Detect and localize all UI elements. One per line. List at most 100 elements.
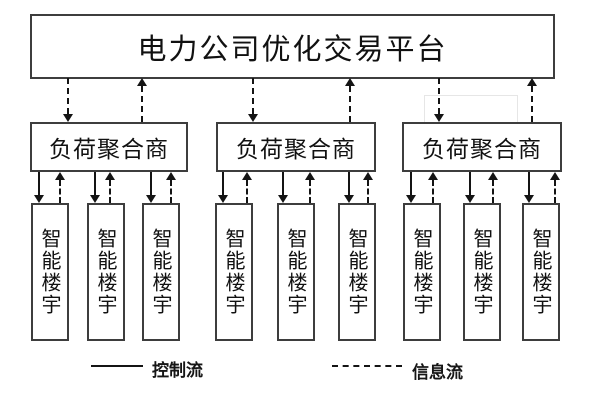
arrowhead-up-icon: [527, 78, 537, 86]
arrow-shaft: [469, 172, 471, 195]
arrow-shaft: [170, 180, 172, 203]
arrow-shaft: [109, 180, 111, 203]
arrow-shaft: [367, 180, 369, 203]
aggregator-label: 负荷聚合商: [422, 137, 542, 163]
info-flow-arrow-up: [54, 172, 66, 203]
arrow-shaft: [38, 172, 40, 195]
arrowhead-down-icon: [34, 195, 44, 203]
arrowhead-up-icon: [305, 172, 315, 180]
building-label: 智能楼宇: [94, 228, 118, 316]
control-flow-line-sample: [91, 365, 143, 367]
building-label: 智能楼宇: [470, 228, 494, 316]
arrowhead-up-icon: [428, 172, 438, 180]
arrow-shaft: [438, 78, 440, 114]
arrowhead-down-icon: [90, 195, 100, 203]
platform-box: 电力公司优化交易平台: [30, 14, 555, 79]
info-flow-arrow-up: [549, 172, 561, 203]
info-flow-arrow-up: [427, 172, 439, 203]
arrowhead-down-icon: [344, 195, 354, 203]
building-box-7: 智能楼宇: [403, 203, 441, 341]
aggregator-label: 负荷聚合商: [49, 137, 169, 163]
info-flow-arrow-up: [165, 172, 177, 203]
info-flow-arrow-up: [526, 78, 538, 122]
control-flow-arrow-down: [405, 172, 417, 203]
info-flow-arrow-down: [62, 78, 74, 122]
arrow-shaft: [141, 86, 143, 122]
building-box-6: 智能楼宇: [338, 203, 376, 341]
info-flow-arrow-down: [247, 78, 259, 122]
arrowhead-up-icon: [166, 172, 176, 180]
legend-info-label: 信息流: [412, 363, 463, 383]
building-box-8: 智能楼宇: [463, 203, 501, 341]
arrowhead-down-icon: [465, 195, 475, 203]
arrow-shaft: [348, 172, 350, 195]
aggregator-box-1: 负荷聚合商: [30, 122, 188, 172]
arrow-shaft: [59, 180, 61, 203]
arrowhead-down-icon: [524, 195, 534, 203]
arrowhead-up-icon: [488, 172, 498, 180]
control-flow-arrow-down: [277, 172, 289, 203]
arrow-shaft: [349, 86, 351, 122]
building-label: 智能楼宇: [345, 228, 369, 316]
arrow-shaft: [492, 180, 494, 203]
building-label: 智能楼宇: [410, 228, 434, 316]
platform-label: 电力公司优化交易平台: [137, 31, 448, 66]
arrowhead-up-icon: [55, 172, 65, 180]
building-label: 智能楼宇: [284, 228, 308, 316]
info-flow-arrow-up: [136, 78, 148, 122]
building-box-4: 智能楼宇: [215, 203, 253, 341]
arrowhead-down-icon: [63, 114, 73, 122]
info-flow-arrow-up: [362, 172, 374, 203]
arrowhead-up-icon: [242, 172, 252, 180]
building-label: 智能楼宇: [222, 228, 246, 316]
building-box-1: 智能楼宇: [31, 203, 69, 341]
arrow-shaft: [531, 86, 533, 122]
arrow-shaft: [150, 172, 152, 195]
arrowhead-up-icon: [363, 172, 373, 180]
control-flow-arrow-down: [145, 172, 157, 203]
info-flow-arrow-up: [344, 78, 356, 122]
legend-control-label: 控制流: [152, 361, 203, 381]
arrow-shaft: [554, 180, 556, 203]
aggregator-box-3: 负荷聚合商: [402, 122, 562, 172]
arrowhead-down-icon: [248, 114, 258, 122]
arrowhead-down-icon: [146, 195, 156, 203]
info-flow-arrow-up: [241, 172, 253, 203]
arrowhead-down-icon: [406, 195, 416, 203]
arrowhead-down-icon: [278, 195, 288, 203]
control-flow-arrow-down: [343, 172, 355, 203]
info-flow-arrow-up: [304, 172, 316, 203]
arrow-shaft: [67, 78, 69, 114]
arrow-shaft: [528, 172, 530, 195]
arrow-shaft: [252, 78, 254, 114]
building-box-9: 智能楼宇: [522, 203, 560, 341]
building-box-3: 智能楼宇: [142, 203, 180, 341]
arrow-shaft: [410, 172, 412, 195]
control-flow-arrow-down: [89, 172, 101, 203]
arrowhead-up-icon: [137, 78, 147, 86]
arrowhead-up-icon: [345, 78, 355, 86]
arrow-shaft: [94, 172, 96, 195]
building-label: 智能楼宇: [149, 228, 173, 316]
arrow-shaft: [222, 172, 224, 195]
arrow-shaft: [432, 180, 434, 203]
building-box-2: 智能楼宇: [87, 203, 125, 341]
aggregator-box-2: 负荷聚合商: [216, 122, 376, 172]
arrowhead-down-icon: [218, 195, 228, 203]
info-flow-arrow-up: [487, 172, 499, 203]
arrowhead-up-icon: [550, 172, 560, 180]
building-label: 智能楼宇: [38, 228, 62, 316]
control-flow-arrow-down: [464, 172, 476, 203]
info-flow-arrow-down: [433, 78, 445, 122]
aggregator-label: 负荷聚合商: [236, 137, 356, 163]
arrow-shaft: [282, 172, 284, 195]
arrow-shaft: [309, 180, 311, 203]
info-flow-line-sample: [332, 365, 402, 367]
control-flow-arrow-down: [523, 172, 535, 203]
building-box-5: 智能楼宇: [277, 203, 315, 341]
arrowhead-down-icon: [434, 114, 444, 122]
control-flow-arrow-down: [217, 172, 229, 203]
control-flow-arrow-down: [33, 172, 45, 203]
arrowhead-up-icon: [105, 172, 115, 180]
